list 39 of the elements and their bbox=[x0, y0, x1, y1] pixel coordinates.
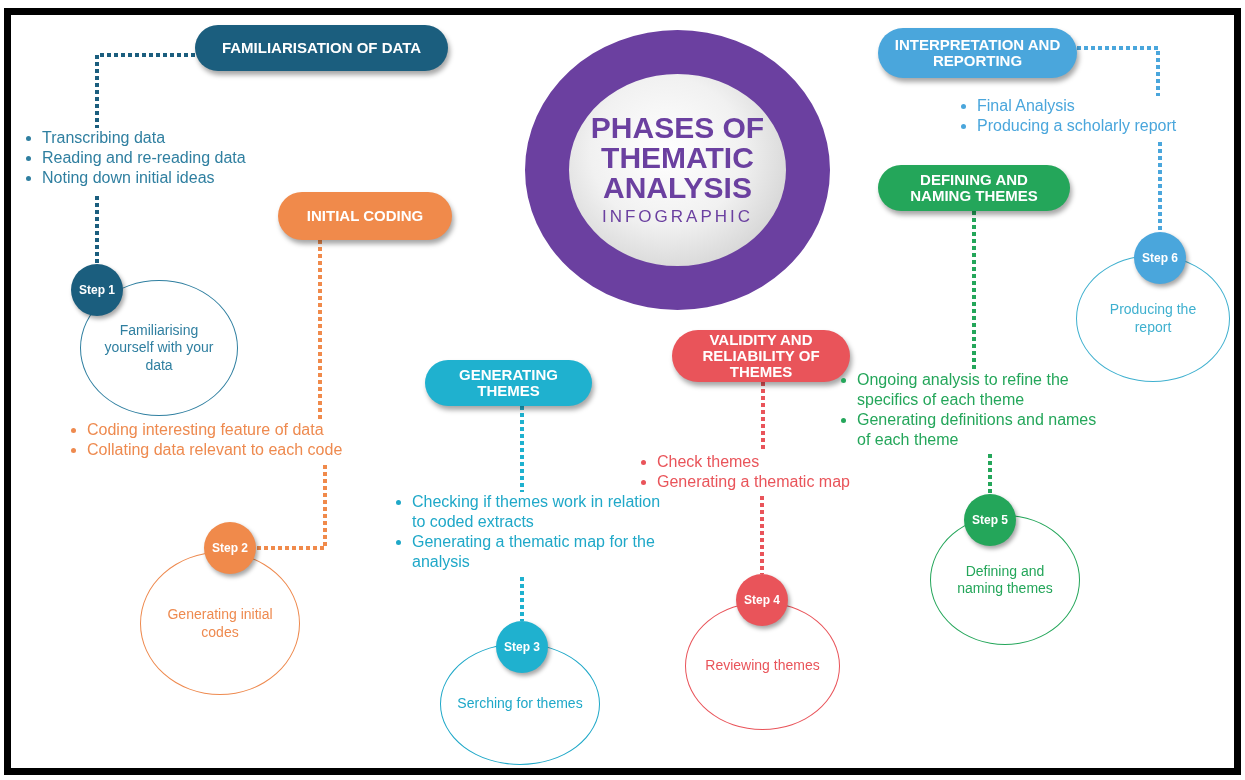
step-badge: Step 1 bbox=[71, 264, 123, 316]
phase-pill: VALIDITY AND RELIABILITY OF THEMES bbox=[672, 330, 850, 382]
bullet-text: Reading and re-reading data bbox=[42, 149, 246, 166]
dotted-connector bbox=[256, 465, 327, 550]
title-text: PHASES OF THEMATIC ANALYSIS bbox=[589, 113, 766, 203]
step-badge: Step 4 bbox=[736, 574, 788, 626]
bullet-text: Generating a thematic map for the analysis bbox=[412, 533, 655, 570]
dotted-connector bbox=[520, 406, 524, 492]
dotted-connector bbox=[988, 454, 992, 494]
phase-pill: DEFINING AND NAMING THEMES bbox=[878, 165, 1070, 211]
bullet-text: Transcribing data bbox=[42, 129, 166, 146]
bullet-text: Checking if themes work in relation to coded extracts bbox=[412, 493, 661, 530]
dotted-connector bbox=[1158, 142, 1162, 232]
dotted-connector bbox=[520, 577, 524, 621]
phase-pill: FAMILIARISATION OF DATA bbox=[195, 25, 448, 71]
phase-pill: INITIAL CODING bbox=[278, 192, 452, 240]
bullet-text: Producing a scholarly report bbox=[977, 117, 1177, 134]
dotted-connector bbox=[95, 196, 99, 264]
dotted-connector bbox=[972, 211, 976, 370]
bullet-text: Collating data relevant to each code bbox=[87, 441, 343, 458]
step-badge: Step 5 bbox=[964, 494, 1016, 546]
phase-pill: INTERPRETATION AND REPORTING bbox=[878, 28, 1077, 78]
bullet-text: Check themes bbox=[657, 453, 760, 470]
dotted-connector bbox=[761, 382, 765, 452]
step-badge: Step 3 bbox=[496, 621, 548, 673]
bullet-text: Generating definitions and names of each theme bbox=[857, 411, 1097, 448]
step-badge: Step 2 bbox=[204, 522, 256, 574]
dotted-connector bbox=[95, 53, 195, 128]
phase-pill: GENERATING THEMES bbox=[425, 360, 592, 406]
bullet-text: Coding interesting feature of data bbox=[87, 421, 324, 438]
step-badge: Step 6 bbox=[1134, 232, 1186, 284]
dotted-connector bbox=[318, 240, 322, 420]
subtitle-text: INFOGRAPHIC bbox=[601, 207, 754, 227]
bullet-text: Ongoing analysis to refine the specifics of each theme bbox=[857, 371, 1069, 408]
dotted-connector bbox=[760, 496, 764, 574]
bullet-text: Generating a thematic map bbox=[657, 473, 850, 490]
dotted-connector bbox=[1077, 46, 1160, 96]
bullet-text: Final Analysis bbox=[977, 97, 1075, 114]
bullet-text: Noting down initial ideas bbox=[42, 169, 215, 186]
